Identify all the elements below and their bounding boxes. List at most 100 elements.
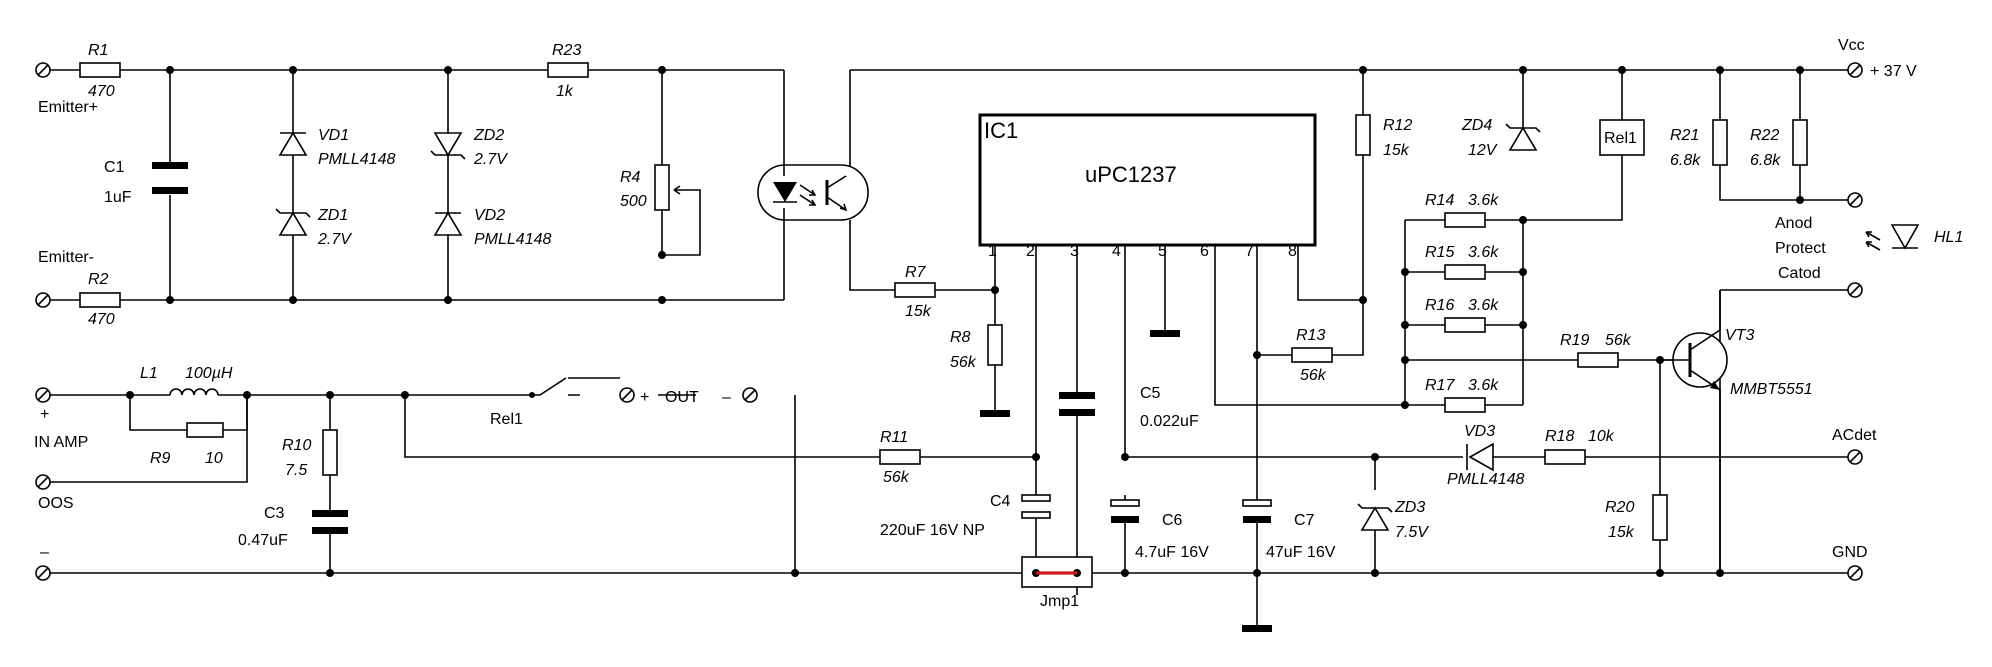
label-r8-ref: R8 (950, 329, 971, 346)
label-r21-value: 6.8k (1670, 152, 1701, 169)
diode-vd1 (278, 131, 308, 156)
led-hl1 (1865, 224, 1920, 251)
label-r8-value: 56k (950, 354, 977, 371)
label-gnd: GND (1832, 544, 1868, 561)
label-r9-ref: R9 (150, 450, 171, 467)
label-c5-value: 0.022uF (1140, 413, 1199, 430)
capacitors (152, 162, 1272, 534)
zener-zd1 (275, 208, 311, 236)
label-zd4-value: 12V (1468, 142, 1498, 159)
label-r16-value: 3.6k (1468, 297, 1499, 314)
capacitor-c1 (152, 162, 188, 194)
label-ic1-value: uPC1237 (1085, 162, 1177, 187)
label-r19-ref: R19 (1560, 332, 1589, 349)
label-zd1-value: 2.7V (317, 231, 352, 248)
label-r22-ref: R22 (1750, 127, 1779, 144)
ground-pin5 (1150, 330, 1180, 337)
label-r16-ref: R16 (1425, 297, 1454, 314)
label-jmp1: Jmp1 (1040, 593, 1079, 610)
junction-dots (126, 66, 1804, 577)
resistor-r22 (1792, 119, 1808, 166)
resistor-r16 (1444, 317, 1486, 333)
label-c4-ref: C4 (990, 493, 1011, 510)
resistor-r19 (1577, 352, 1619, 368)
label-r18-value: 10k (1588, 428, 1615, 445)
resistor-r21 (1712, 119, 1728, 166)
capacitor-c7 (1242, 499, 1272, 523)
diode-vd3 (1466, 442, 1494, 472)
capacitor-c5 (1059, 392, 1095, 416)
resistor-r9 (186, 422, 224, 438)
label-vd1-ref: VD1 (318, 127, 349, 144)
resistor-r12 (1355, 114, 1371, 156)
label-anod: Anod (1775, 215, 1812, 232)
resistors (79, 62, 1808, 541)
label-vd2-value: PMLL4148 (474, 231, 551, 248)
terminal-out-minus (742, 387, 758, 403)
pin-2: 2 (1026, 243, 1035, 260)
terminal-emitter-plus (35, 62, 51, 78)
ground-symbols (980, 330, 1272, 632)
label-r12-ref: R12 (1383, 117, 1412, 134)
label-zd3-ref: ZD3 (1394, 499, 1425, 516)
capacitor-c3 (312, 510, 348, 534)
inductor-l1 (169, 388, 220, 396)
label-r19-value: 56k (1605, 332, 1632, 349)
resistor-r17 (1444, 397, 1486, 413)
labels: R1 470 Emitter+ Emitter- R2 470 C1 1uF V… (34, 37, 1963, 610)
ic1 (978, 113, 1317, 247)
label-out: OUT (665, 389, 699, 406)
resistor-r15 (1444, 264, 1486, 280)
relay-rel1 (529, 119, 1645, 398)
label-c1-value: 1uF (104, 189, 132, 206)
pin-6: 6 (1200, 243, 1209, 260)
label-r7-value: 15k (905, 303, 932, 320)
label-minus-left: – (40, 544, 49, 561)
label-l1-ref: L1 (140, 365, 158, 382)
label-r7-ref: R7 (905, 264, 927, 281)
label-vd3-value: PMLL4148 (1447, 471, 1524, 488)
label-zd2-ref: ZD2 (473, 127, 504, 144)
zener-zd3 (1357, 503, 1393, 531)
label-r14-ref: R14 (1425, 192, 1454, 209)
capacitor-c4 (1021, 494, 1051, 519)
pin-5: 5 (1158, 243, 1167, 260)
label-vcc: Vcc (1838, 37, 1865, 54)
label-hl1: HL1 (1934, 229, 1963, 246)
label-c5-ref: C5 (1140, 385, 1161, 402)
resistor-r14 (1444, 212, 1486, 228)
resistor-r4 (654, 164, 670, 211)
label-r15-ref: R15 (1425, 244, 1454, 261)
label-r11-ref: R11 (880, 429, 908, 446)
label-vd3-ref: VD3 (1464, 423, 1495, 440)
label-zd2-value: 2.7V (473, 151, 508, 168)
resistor-r18 (1544, 449, 1586, 465)
label-catod: Catod (1778, 265, 1821, 282)
label-r18-ref: R18 (1545, 428, 1574, 445)
label-out-plus: + (640, 389, 649, 406)
label-zd1-ref: ZD1 (317, 207, 348, 224)
jumper-jmp1 (1021, 556, 1093, 588)
label-r15-value: 3.6k (1468, 244, 1499, 261)
label-protect: Protect (1775, 240, 1826, 257)
terminals (35, 62, 1863, 581)
terminal-oos (35, 474, 51, 490)
label-r21-ref: R21 (1670, 127, 1699, 144)
label-vcc-value: + 37 V (1870, 63, 1917, 80)
terminal-catod (1847, 282, 1863, 298)
terminal-emitter-minus (35, 292, 51, 308)
label-l1-value: 100µH (185, 365, 233, 382)
label-r13-ref: R13 (1296, 327, 1325, 344)
resistor-r2 (79, 292, 121, 308)
resistor-r11 (879, 449, 921, 465)
zener-zd2 (430, 132, 466, 160)
label-vt3-value: MMBT5551 (1730, 381, 1813, 398)
label-in-amp: IN AMP (34, 434, 88, 451)
label-emitter-plus: Emitter+ (38, 99, 98, 116)
label-r17-value: 3.6k (1468, 377, 1499, 394)
ground-c7 (1242, 625, 1272, 632)
diode-vd2 (433, 211, 463, 236)
label-r20-value: 15k (1608, 524, 1635, 541)
label-r9-value: 10 (205, 450, 223, 467)
